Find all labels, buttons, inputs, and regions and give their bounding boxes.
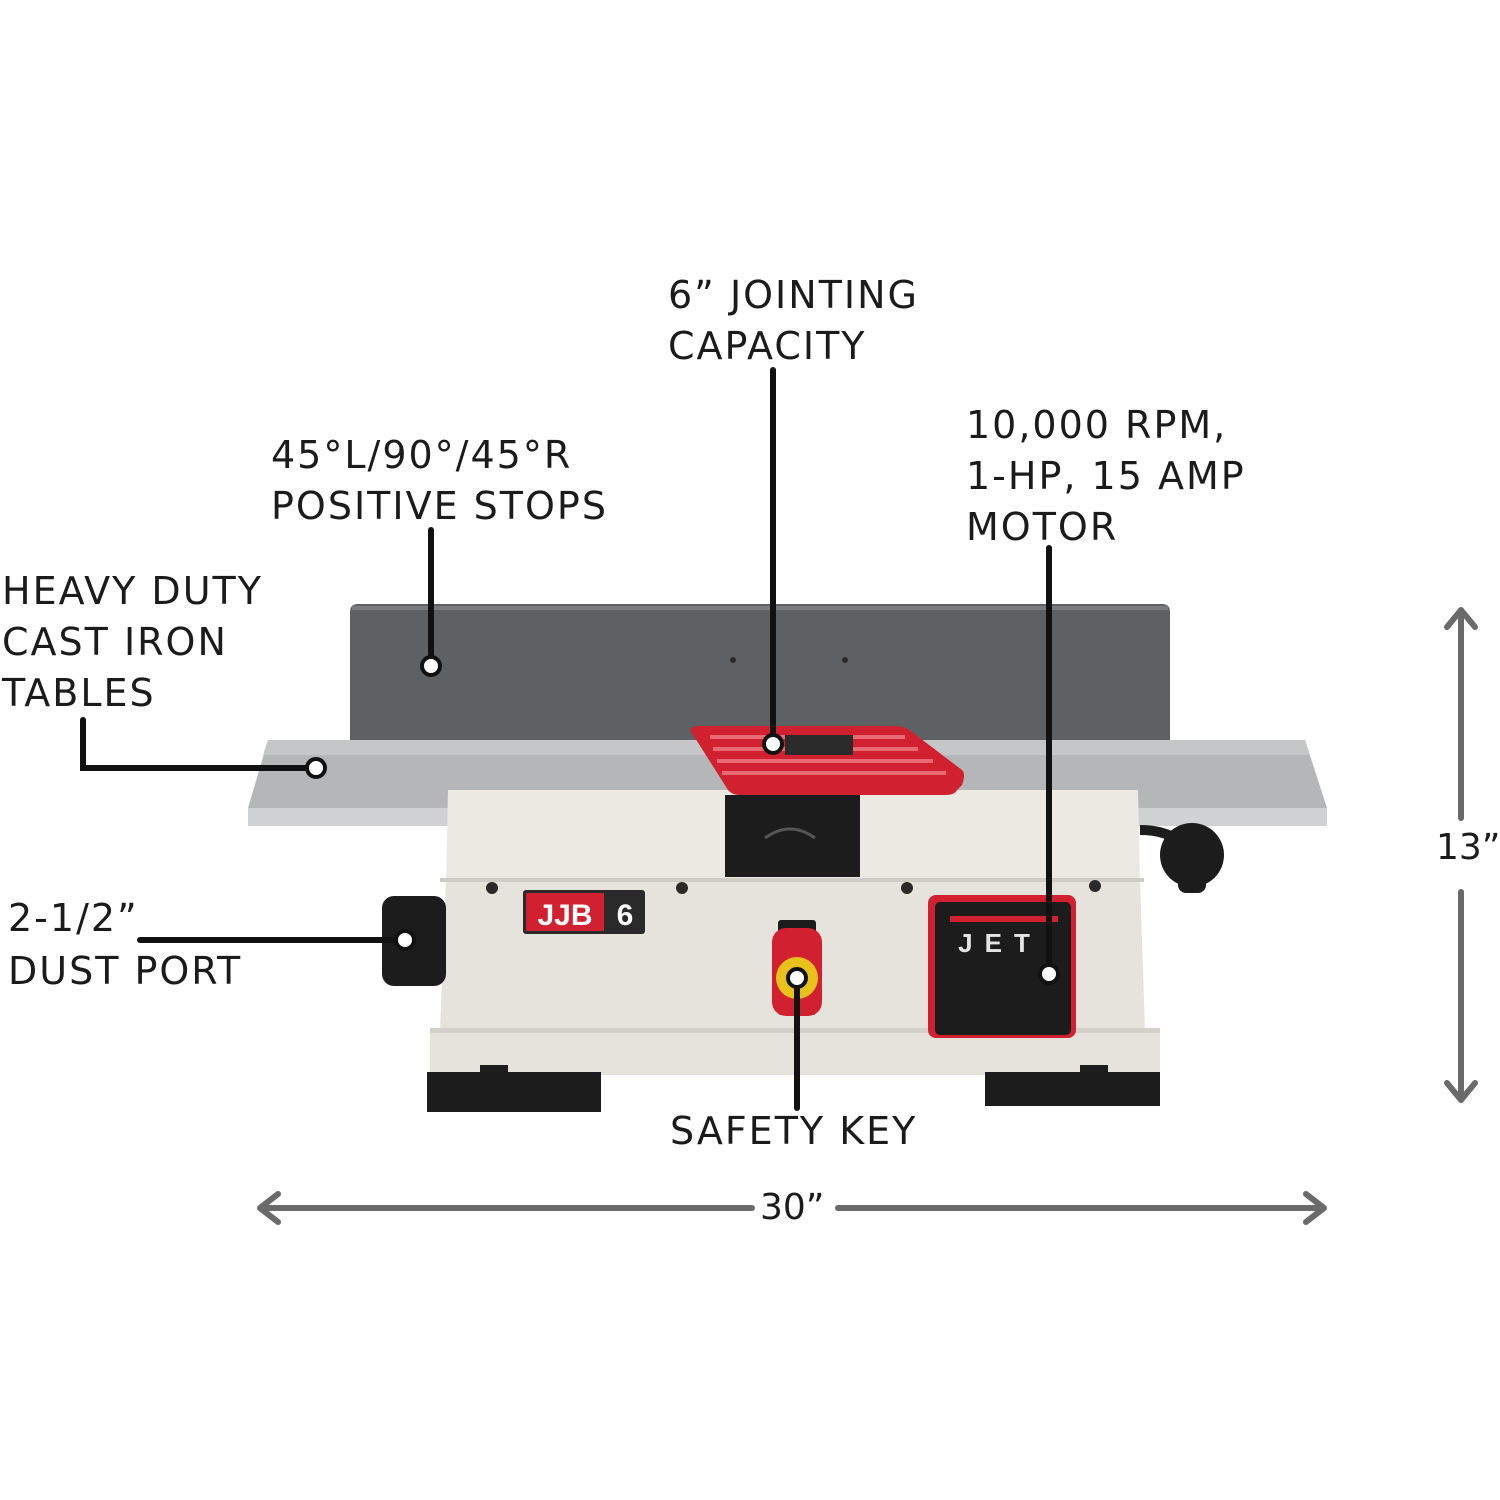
base-screw bbox=[486, 882, 498, 894]
callout-motor: 10,000 RPM, 1-HP, 15 AMP MOTOR bbox=[966, 400, 1246, 553]
callout-line: POSITIVE STOPS bbox=[271, 484, 608, 528]
base-screw bbox=[676, 882, 688, 894]
cutterhead-guard bbox=[725, 795, 860, 877]
leader-dot bbox=[1038, 963, 1060, 985]
callout-line: CAPACITY bbox=[668, 324, 867, 368]
guard-knob-mark bbox=[764, 827, 816, 840]
callout-line: DUST PORT bbox=[8, 949, 243, 993]
callout-line: 2-1/2” bbox=[8, 896, 139, 940]
callout-line: 45°L/90°/45°R bbox=[271, 433, 573, 477]
motor-plate-stripe bbox=[950, 916, 1058, 922]
leader-lines bbox=[80, 367, 1052, 1111]
base-screw bbox=[1089, 880, 1101, 892]
callout-line: CAST IRON bbox=[2, 620, 228, 664]
leader-dot bbox=[762, 733, 784, 755]
leader-cast-iron-tables bbox=[80, 717, 317, 771]
height-dimension-arrow bbox=[1444, 607, 1478, 1103]
leader-dot bbox=[394, 929, 416, 951]
motor-plate-inner bbox=[935, 902, 1071, 1035]
base-screw bbox=[901, 882, 913, 894]
brand-logo-text: JET bbox=[958, 928, 1042, 958]
callout-line: 6” JOINTING bbox=[668, 273, 919, 317]
fence-screw bbox=[730, 657, 736, 663]
fence-screw bbox=[842, 657, 848, 663]
callout-safety-key: SAFETY KEY bbox=[670, 1106, 917, 1157]
callout-line: SAFETY KEY bbox=[670, 1109, 918, 1153]
callout-line: MOTOR bbox=[966, 505, 1119, 549]
width-dimension-label: 30” bbox=[756, 1188, 829, 1228]
foot-right bbox=[985, 1072, 1160, 1106]
foot-slot bbox=[1080, 1065, 1108, 1077]
callout-positive-stops: 45°L/90°/45°R POSITIVE STOPS bbox=[271, 430, 608, 532]
fence bbox=[350, 604, 1170, 752]
fence-lock-knob-stem bbox=[1178, 855, 1206, 893]
fence-highlight bbox=[352, 606, 1168, 610]
callout-dust-port: 2-1/2” DUST PORT bbox=[8, 893, 242, 997]
guard-warning-label bbox=[785, 735, 853, 755]
leader-dot bbox=[786, 967, 808, 989]
leader-dots bbox=[305, 655, 1060, 989]
callout-line: TABLES bbox=[2, 671, 156, 715]
leader-dot bbox=[420, 655, 442, 677]
width-dimension-arrow bbox=[257, 1191, 1327, 1225]
model-badge-red bbox=[526, 893, 604, 931]
model-badge-right-text: 6 bbox=[617, 899, 634, 932]
callout-line: 10,000 RPM, bbox=[966, 403, 1228, 447]
callout-jointing-capacity: 6” JOINTING CAPACITY bbox=[668, 270, 919, 372]
foot-slot bbox=[480, 1065, 508, 1077]
height-dimension-label: 13” bbox=[1432, 828, 1500, 868]
model-badge-left-text: JJB bbox=[537, 899, 592, 932]
callout-cast-iron-tables: HEAVY DUTY CAST IRON TABLES bbox=[2, 566, 263, 719]
callout-line: 1-HP, 15 AMP bbox=[966, 454, 1246, 498]
leader-dot bbox=[305, 757, 327, 779]
base-shadow-line bbox=[440, 878, 1144, 882]
callout-line: HEAVY DUTY bbox=[2, 569, 263, 613]
foot-left bbox=[427, 1072, 601, 1112]
